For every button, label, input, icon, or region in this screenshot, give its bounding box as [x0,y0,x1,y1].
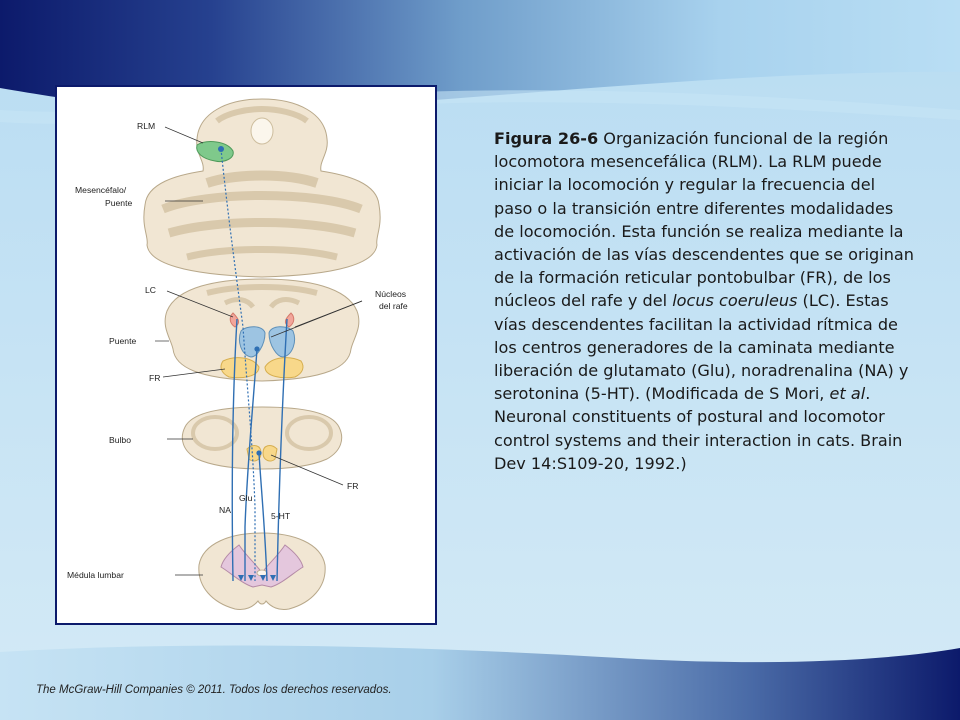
figure-caption: Figura 26-6 Organización funcional de la… [494,127,914,475]
pons-section [164,278,360,382]
label-bulbo: Bulbo [109,435,131,445]
label-medula-lumbar: Médula lumbar [67,570,124,580]
descending-pathways [220,148,288,582]
label-glu: Glu [239,493,253,503]
label-nucleos: Núcleos [375,289,406,299]
lumbar-cord-section [198,532,326,610]
caption-text-3: . Neuronal constituents of postural and … [494,384,903,473]
raphe-right [268,326,296,358]
locomotor-region-diagram: RLM Mesencéfalo/ Puente LC Núcleos del r… [67,98,408,610]
caption-text-1: Organización funcional de la región loco… [494,129,914,311]
label-mesencefalo: Mesencéfalo/ [75,185,127,195]
mesencephalon-section [143,98,381,278]
fr-medulla-right [262,445,278,462]
lc-right [284,312,295,328]
copyright-footer: The McGraw-Hill Companies © 2011. Todos … [36,684,392,696]
label-na: NA [219,505,231,515]
figure-panel: RLM Mesencéfalo/ Puente LC Núcleos del r… [55,85,437,625]
label-fr-left: FR [149,373,160,383]
figure-number: Figura 26-6 [494,129,599,148]
medulla-section [181,406,343,470]
label-del-rafe: del rafe [379,301,408,311]
caption-italic-et-al: et al [829,384,866,404]
label-puente: Puente [109,336,136,346]
rlm-region [196,141,234,162]
label-5ht: 5-HT [271,511,291,521]
caption-text-2: (LC). Estas vías descendentes facilitan … [494,291,909,404]
label-puente-upper: Puente [105,198,132,208]
caption-italic-locus: locus coeruleus [672,291,798,311]
label-rlm: RLM [137,121,155,131]
label-lc: LC [145,285,156,295]
label-fr-right: FR [347,481,358,491]
